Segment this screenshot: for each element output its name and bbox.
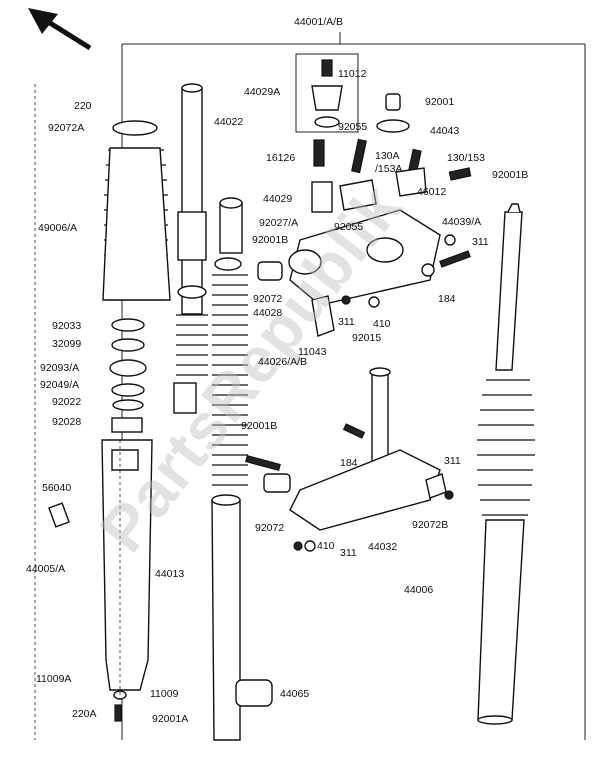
callout-184a: 184 — [438, 293, 456, 305]
callout-184b: 184 — [340, 457, 358, 469]
callout-130-153: 130/153 — [447, 152, 485, 164]
callout-11009: 11009 — [150, 688, 179, 700]
callout-92033: 92033 — [52, 320, 82, 332]
callout-130a: 130A — [375, 150, 400, 162]
callout-44039: 44039/A — [442, 216, 482, 228]
callout-92001a: 92001A — [152, 713, 189, 725]
callout-56040: 56040 — [42, 482, 72, 494]
callout-44013: 44013 — [155, 568, 185, 580]
callout-32099: 32099 — [52, 338, 82, 350]
right-fork-assembly — [477, 203, 535, 725]
callout-153a: /153A — [375, 163, 403, 175]
left-fork-assembly — [48, 120, 171, 722]
callout-92022: 92022 — [52, 396, 82, 408]
callout-92001b-left: 92001B — [241, 420, 278, 432]
callout-92093: 92093/A — [40, 362, 80, 374]
center-fork-internals — [173, 83, 273, 741]
callout-311c: 311 — [444, 455, 461, 467]
callout-44028: 44028 — [253, 307, 283, 319]
front-direction-arrow-icon — [28, 8, 92, 51]
callout-92027: 92027/A — [259, 217, 299, 229]
callout-49006: 49006/A — [38, 222, 78, 234]
callout-92072bb: 92072B — [412, 519, 449, 531]
callout-220a: 220A — [72, 708, 97, 720]
callout-410b: 410 — [317, 540, 335, 552]
callout-44032: 44032 — [368, 541, 398, 553]
callout-311a: 311 — [472, 236, 489, 248]
callout-44043: 44043 — [430, 125, 460, 137]
callout-92055: 92055 — [338, 121, 368, 133]
callout-44029: 44029 — [263, 193, 293, 205]
callout-92055b: 92055 — [334, 221, 364, 233]
callout-220: 220 — [74, 100, 92, 112]
callout-44005: 44005/A — [26, 563, 66, 575]
callout-92001: 92001 — [425, 96, 455, 108]
callout-44065: 44065 — [280, 688, 310, 700]
callout-311d: 311 — [340, 547, 357, 559]
callout-311b: 311 — [338, 316, 355, 328]
callout-92028: 92028 — [52, 416, 82, 428]
callout-11009a: 11009A — [36, 673, 72, 685]
callout-92072a: 92072A — [48, 122, 85, 134]
callout-92015: 92015 — [352, 332, 382, 344]
callout-16126: 16126 — [266, 152, 296, 164]
callout-92072b: 92072 — [255, 522, 285, 534]
callout-410a: 410 — [373, 318, 391, 330]
callout-11012: 11012 — [338, 68, 367, 80]
callout-92001b-right: 92001B — [492, 169, 529, 181]
callout-92072: 92072 — [253, 293, 283, 305]
callout-92001b-mid: 92001B — [252, 234, 289, 246]
callout-44026: 44026/A/B — [258, 356, 308, 368]
callout-44022: 44022 — [214, 116, 244, 128]
callout-11043: 11043 — [298, 346, 327, 358]
callout-44006: 44006 — [404, 584, 434, 596]
callout-92049: 92049/A — [40, 379, 80, 391]
callout-46012: 46012 — [417, 186, 447, 198]
callout-44029a: 44029A — [244, 86, 281, 98]
lower-bracket-assembly — [245, 367, 454, 552]
callout-44001: 44001/A/B — [294, 16, 344, 28]
upper-bracket-assembly — [257, 53, 472, 337]
